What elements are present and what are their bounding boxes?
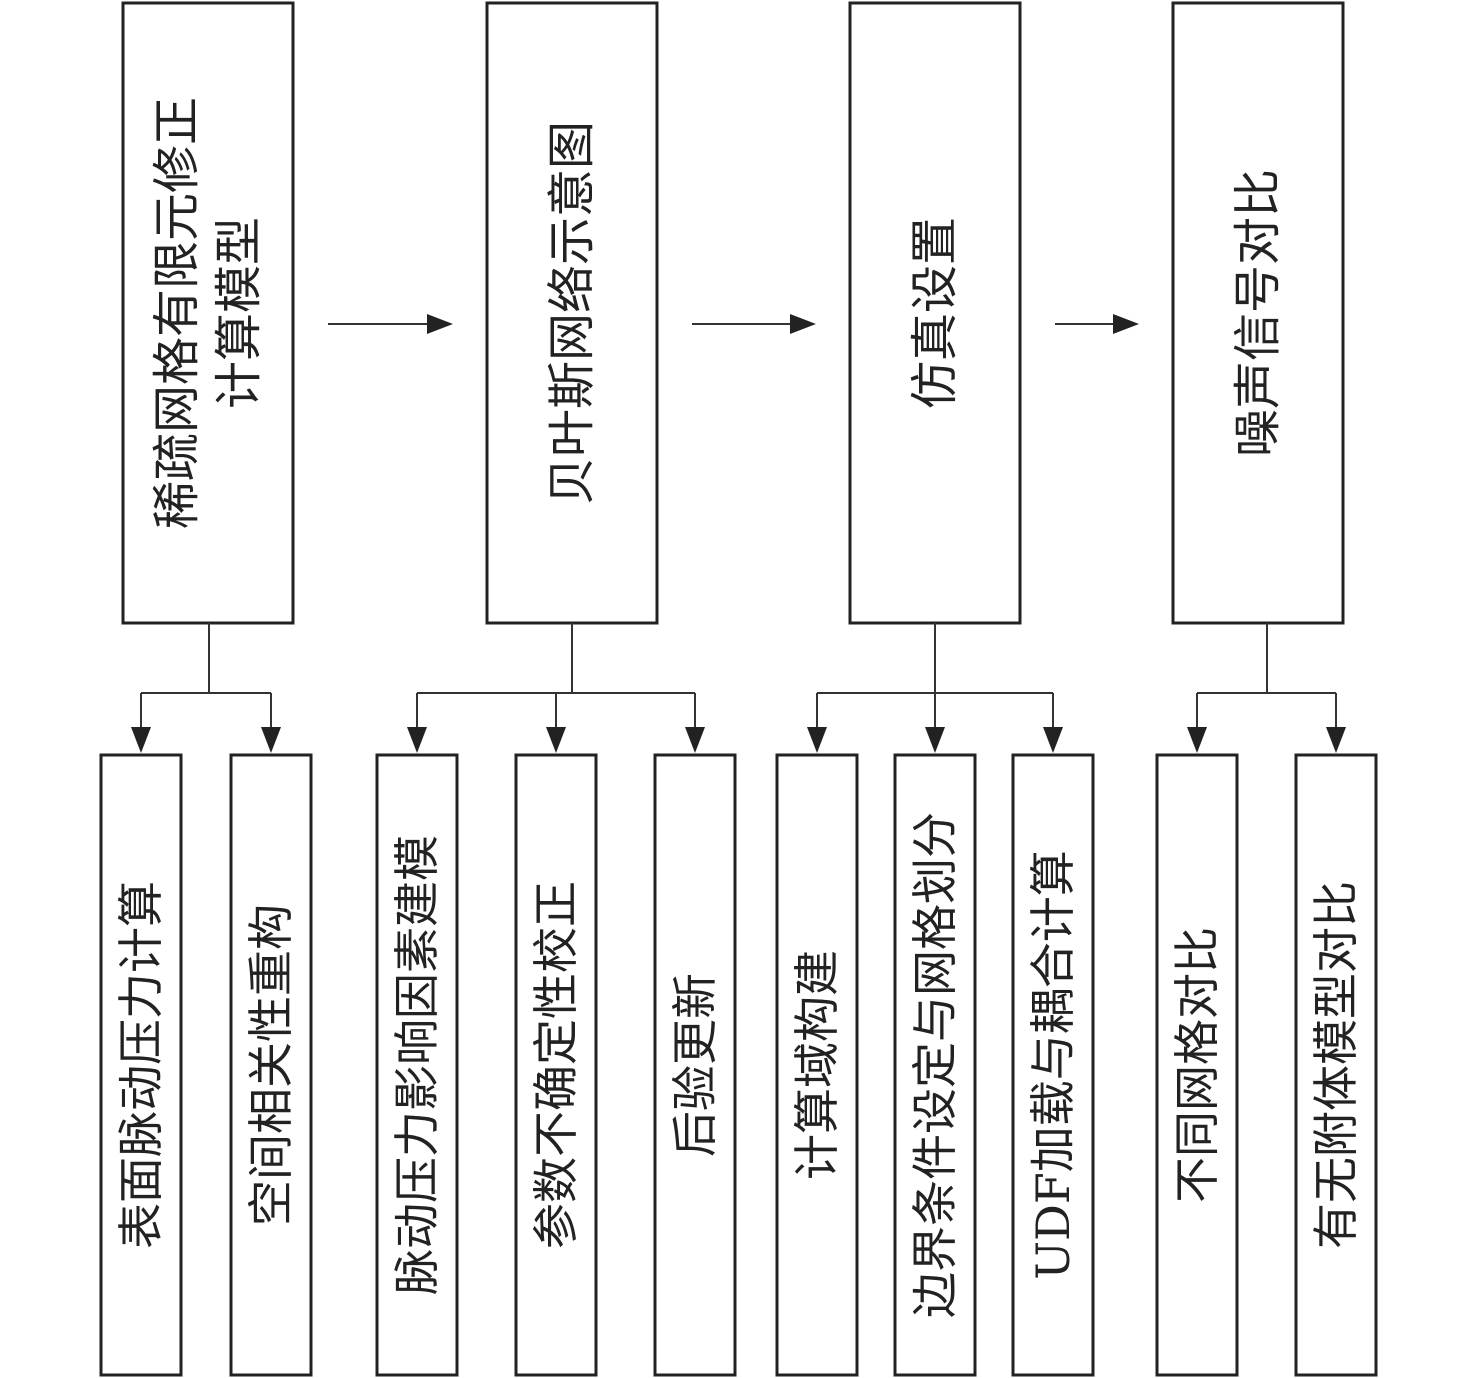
substep-box: 边界条件设定与网格划分 <box>893 753 977 1377</box>
substep-box: UDF加载与耦合计算 <box>1011 753 1095 1377</box>
substep-box: 脉动压力影响因素建模 <box>375 753 459 1377</box>
stage-box-3: 仿真设置 <box>848 1 1022 625</box>
substep-box: 空间相关性重构 <box>229 753 313 1377</box>
substep-box-frame <box>653 753 737 1377</box>
stage-title: 贝叶斯网络示意图 <box>544 121 600 505</box>
stage-title: 稀疏网格有限元修正 <box>149 97 205 529</box>
stage-box-1: 稀疏网格有限元修正计算模型 <box>121 1 295 625</box>
arrowhead-icon <box>1187 727 1207 753</box>
substep-box-frame <box>1294 753 1378 1377</box>
substep-label: UDF加载与耦合计算 <box>1026 850 1080 1280</box>
stage-box-4: 噪声信号对比 <box>1171 1 1345 625</box>
arrowhead-icon <box>407 727 427 753</box>
substep-box-frame <box>1011 753 1095 1377</box>
arrowhead-icon <box>261 727 281 753</box>
substep-box: 不同网格对比 <box>1155 753 1239 1377</box>
stage-title: 仿真设置 <box>907 217 963 409</box>
arrowhead-icon <box>1113 314 1139 334</box>
substep-box-frame <box>775 753 859 1377</box>
substep-box: 有无附体模型对比 <box>1294 753 1378 1377</box>
arrowhead-icon <box>427 314 453 334</box>
arrowhead-icon <box>790 314 816 334</box>
substep-label: 后验更新 <box>668 973 722 1157</box>
substep-label: 表面脉动压力计算 <box>114 881 168 1249</box>
substep-box-frame <box>99 753 183 1377</box>
substep-box-frame <box>375 753 459 1377</box>
arrowhead-icon <box>807 727 827 753</box>
arrowhead-icon <box>685 727 705 753</box>
substep-label: 边界条件设定与网格划分 <box>908 812 962 1318</box>
arrowhead-icon <box>925 727 945 753</box>
substep-box: 参数不确定性校正 <box>514 753 598 1377</box>
substep-label: 不同网格对比 <box>1170 927 1224 1203</box>
substep-label: 计算域构建 <box>790 950 844 1180</box>
arrowhead-icon <box>1326 727 1346 753</box>
stage-title: 计算模型 <box>211 217 267 409</box>
stage-box-2: 贝叶斯网络示意图 <box>485 1 659 625</box>
substep-box-frame <box>893 753 977 1377</box>
arrowhead-icon <box>546 727 566 753</box>
stage-box-frame <box>485 1 659 625</box>
arrowhead-icon <box>1043 727 1063 753</box>
substep-label: 脉动压力影响因素建模 <box>390 835 444 1295</box>
stage-box-frame <box>848 1 1022 625</box>
arrowhead-icon <box>131 727 151 753</box>
stage-title: 噪声信号对比 <box>1230 169 1286 457</box>
substep-box: 后验更新 <box>653 753 737 1377</box>
substep-box-frame <box>1155 753 1239 1377</box>
substep-box-frame <box>514 753 598 1377</box>
substep-box-frame <box>229 753 313 1377</box>
substep-label: 参数不确定性校正 <box>529 881 583 1249</box>
substep-box: 计算域构建 <box>775 753 859 1377</box>
substep-label: 空间相关性重构 <box>244 904 298 1226</box>
substep-label: 有无附体模型对比 <box>1309 881 1363 1249</box>
stage-box-frame <box>1171 1 1345 625</box>
substep-box: 表面脉动压力计算 <box>99 753 183 1377</box>
stage-box-frame <box>121 1 295 625</box>
